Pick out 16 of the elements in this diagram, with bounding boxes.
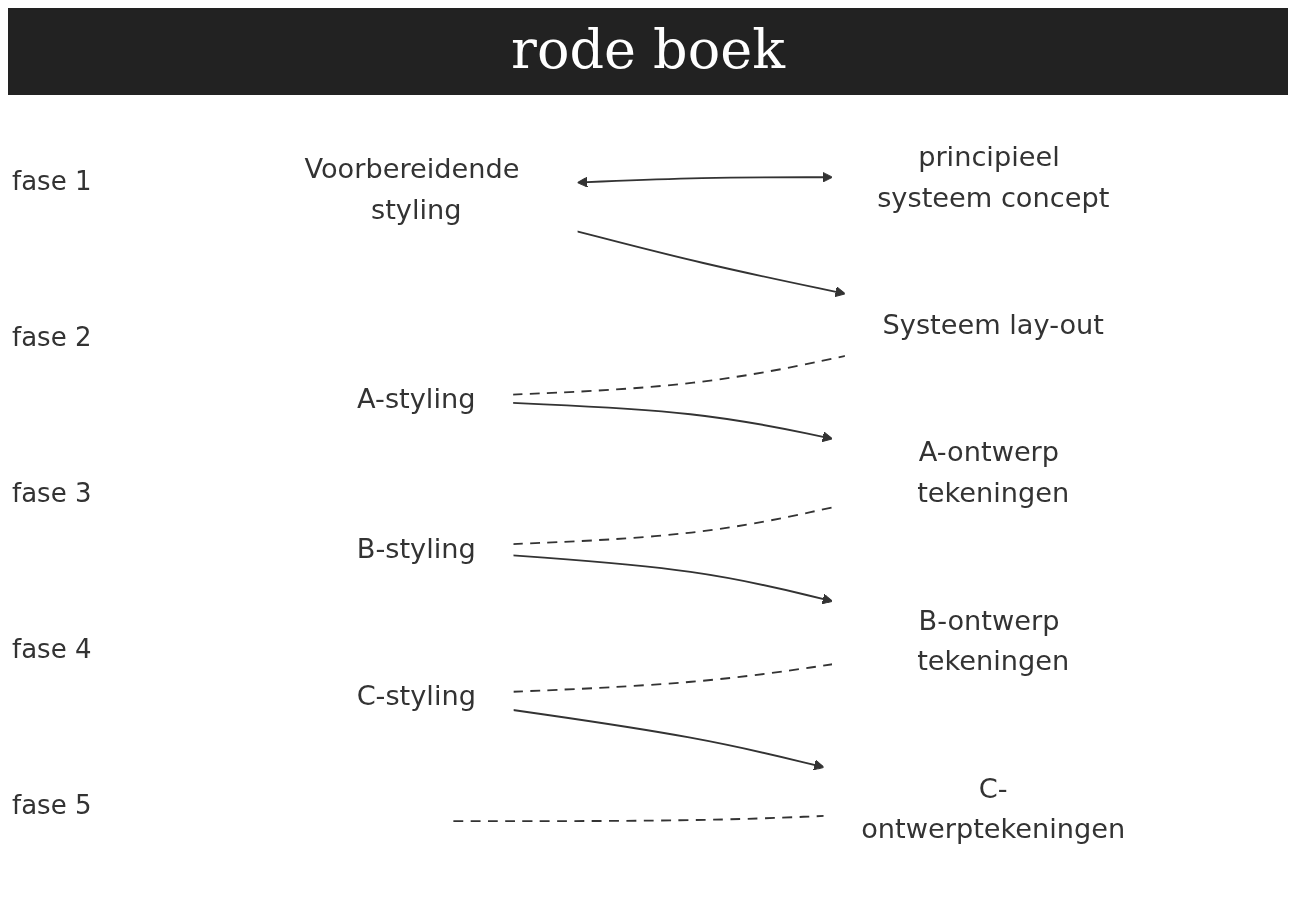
node-text: C-ontwerptekeningen — [861, 772, 1126, 845]
node-text: principieel systeem concept — [877, 141, 1110, 214]
node-text: A-ontwerp tekeningen — [917, 436, 1070, 509]
node-text: C-styling — [356, 680, 476, 712]
phase-label: fase 1 — [12, 166, 93, 196]
phase-label: fase 5 — [12, 790, 93, 820]
node-text: A-styling — [357, 383, 476, 415]
node-text: B-ontwerp tekeningen — [917, 604, 1070, 677]
node-text: Systeem lay-out — [882, 309, 1104, 341]
phase-label: fase 4 — [12, 634, 93, 664]
phase-label: fase 3 — [12, 478, 93, 508]
arrow — [576, 230, 846, 298]
phase-label: fase 2 — [12, 322, 93, 352]
title-banner: rode boek — [8, 8, 1288, 95]
node-text: B-styling — [356, 532, 476, 564]
node-text: Voorbereidende styling — [304, 153, 520, 226]
